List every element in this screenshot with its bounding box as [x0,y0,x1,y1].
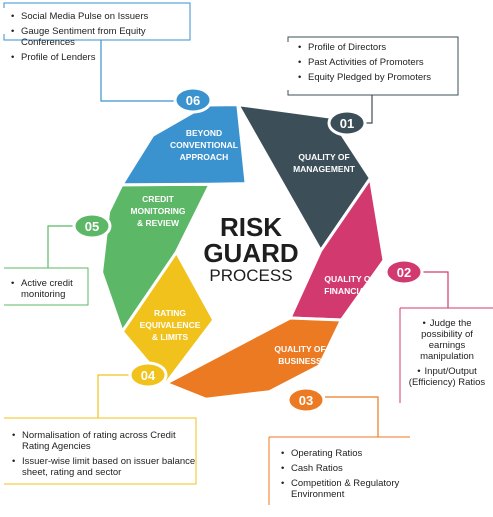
svg-text:02: 02 [397,265,411,280]
title-line-2: GUARD [203,238,298,268]
badge-02: 02 [384,258,424,286]
svg-text:03: 03 [299,393,313,408]
label-06-line-2: CONVENTIONAL [170,140,238,150]
svg-text:04: 04 [141,368,156,383]
details-01: Profile of Directors Past Activities of … [296,42,458,87]
detail-06-item: Profile of Lenders [9,52,189,63]
detail-02-item: Judge the possibility of earnings manipu… [404,318,490,362]
svg-text:06: 06 [186,93,200,108]
detail-01-item: Past Activities of Promoters [296,57,458,68]
svg-text:05: 05 [85,219,99,234]
detail-04-item: Normalisation of rating across Credit Ra… [10,430,196,452]
detail-06-item: Social Media Pulse on Issuers [9,11,189,22]
title-line-1: RISK [220,212,282,242]
connector-04 [97,374,130,418]
label-05-line-1: CREDIT [142,194,174,204]
detail-03-item: Operating Ratios [279,448,429,459]
detail-01-item: Equity Pledged by Promoters [296,72,458,83]
svg-text:01: 01 [340,116,354,131]
label-03-line-1: QUALITY OF [274,344,325,354]
badge-04: 04 [128,361,168,389]
detail-05-item: Active credit monitoring [9,278,91,300]
label-04-line-3: & LIMITS [152,332,189,342]
badge-05: 05 [72,212,112,240]
detail-03-item: Competition & Regulatory Environment [279,478,429,500]
label-05-line-3: & REVIEW [137,218,180,228]
details-03: Operating Ratios Cash Ratios Competition… [279,448,429,504]
label-06-line-3: APPROACH [180,152,229,162]
detail-03-item: Cash Ratios [279,463,429,474]
label-06-line-1: BEYOND [186,128,222,138]
title-line-3: PROCESS [209,266,292,285]
label-02-line-1: QUALITY OF [324,274,375,284]
connector-03 [322,396,379,437]
detail-06-item: Gauge Sentiment from Equity Conferences [9,26,189,48]
details-05: Active credit monitoring [9,278,91,304]
label-04-line-2: EQUIVALENCE [140,320,201,330]
details-04: Normalisation of rating across Credit Ra… [10,430,196,482]
connector-05 [47,225,76,268]
details-06: Social Media Pulse on Issuers Gauge Sent… [9,11,189,67]
label-01-line-2: MANAGEMENT [293,164,356,174]
label-03-line-2: BUSINESS [278,356,322,366]
badge-06: 06 [173,86,213,114]
segment-02 [288,176,386,322]
details-02: Judge the possibility of earnings manipu… [404,318,490,392]
label-04-line-1: RATING [154,308,186,318]
detail-01-item: Profile of Directors [296,42,458,53]
detail-04-item: Issuer-wise limit based on issuer balanc… [10,456,196,478]
label-05-line-2: MONITORING [130,206,185,216]
label-01-line-1: QUALITY OF [298,152,349,162]
connector-02 [417,271,449,308]
label-02-line-2: FINANCIALS [324,286,376,296]
badge-01: 01 [327,109,367,137]
badge-03: 03 [286,386,326,414]
detail-02-item: Input/Output (Efficiency) Ratios [404,366,490,388]
